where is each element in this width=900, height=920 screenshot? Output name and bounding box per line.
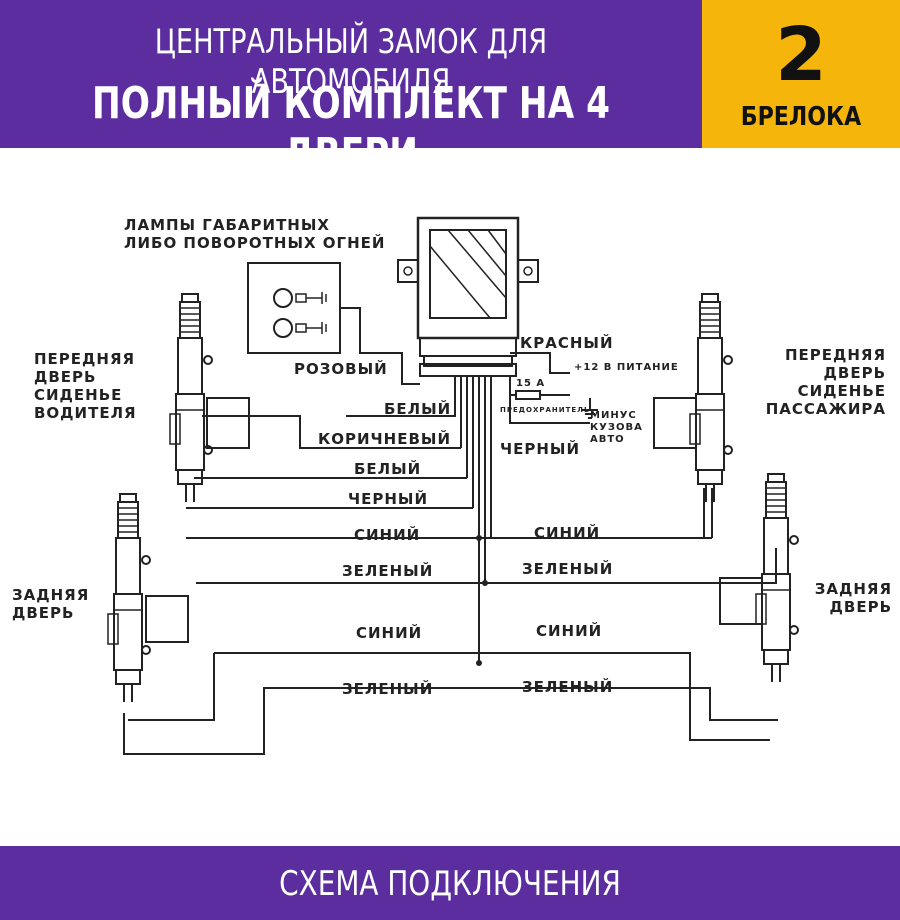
badge-label: БРЕЛОКА	[740, 102, 862, 132]
wire-label-blue-front-right: СИНИЙ	[534, 523, 600, 542]
wire-label-green-front-left: ЗЕЛЕНЫЙ	[342, 561, 433, 580]
footer-banner: СХЕМА ПОДКЛЮЧЕНИЯ	[0, 846, 900, 920]
rear-left-actuator	[107, 493, 151, 703]
front-driver-actuator	[169, 293, 213, 503]
wire-label-green-rear-left: ЗЕЛЕНЫЙ	[342, 679, 433, 698]
wire-junctions	[476, 535, 488, 666]
badge-number: 2	[775, 12, 827, 98]
wire-label-black-left: ЧЕРНЫЙ	[348, 489, 428, 508]
front-passenger-mount	[653, 397, 697, 449]
rear-right-mount	[719, 577, 763, 625]
rear-left-mount	[145, 595, 189, 643]
wire-label-green-rear-right: ЗЕЛЕНЫЙ	[522, 677, 613, 696]
rear-left-label-2: ДВЕРЬ	[12, 604, 74, 622]
wire-label-white-1: БЕЛЫЙ	[384, 399, 451, 418]
power-label: +12 В ПИТАНИЕ	[574, 362, 679, 373]
header-banner: ЦЕНТРАЛЬНЫЙ ЗАМОК ДЛЯ АВТОМОБИЛЯ ПОЛНЫЙ …	[0, 0, 900, 180]
front-driver-label-1: ПЕРЕДНЯЯ	[34, 350, 135, 368]
remote-count-badge: 2 БРЕЛОКА	[702, 0, 900, 148]
front-driver-mount	[206, 397, 250, 449]
ground-label-1: МИНУС	[590, 410, 637, 421]
front-passenger-label-3: СИДЕНЬЕ	[798, 382, 886, 400]
wire-label-blue-front-left: СИНИЙ	[354, 525, 420, 544]
fuse-label: ПРЕДОХРАНИТЕЛЬ	[500, 406, 590, 414]
wiring-diagram: ЛАМПЫ ГАБАРИТНЫХ ЛИБО ПОВОРОТНЫХ ОГНЕЙ П…	[12, 216, 892, 755]
wire-lines	[123, 307, 778, 755]
lamps-label-2: ЛИБО ПОВОРОТНЫХ ОГНЕЙ	[124, 233, 385, 252]
header-title-line2: ПОЛНЫЙ КОМПЛЕКТ НА 4 ДВЕРИ	[92, 78, 610, 180]
wire-label-white-2: БЕЛЫЙ	[354, 459, 421, 478]
header-title-line1: ЦЕНТРАЛЬНЫЙ ЗАМОК ДЛЯ АВТОМОБИЛЯ	[154, 22, 548, 102]
ground-label-2: КУЗОВА	[590, 422, 643, 433]
lamps-label-1: ЛАМПЫ ГАБАРИТНЫХ	[124, 216, 330, 234]
wire-label-black-right: ЧЕРНЫЙ	[500, 439, 580, 458]
front-driver-label-3: СИДЕНЬЕ	[34, 386, 122, 404]
rear-left-label-1: ЗАДНЯЯ	[12, 586, 89, 604]
wire-label-brown: КОРИЧНЕВЫЙ	[318, 429, 451, 448]
wire-label-red: КРАСНЫЙ	[520, 333, 614, 352]
footer-title: СХЕМА ПОДКЛЮЧЕНИЯ	[279, 864, 621, 904]
wire-label-green-front-right: ЗЕЛЕНЫЙ	[522, 559, 613, 578]
header-title-panel: ЦЕНТРАЛЬНЫЙ ЗАМОК ДЛЯ АВТОМОБИЛЯ ПОЛНЫЙ …	[0, 0, 702, 180]
ground-label-3: АВТО	[590, 434, 625, 445]
front-driver-label-4: ВОДИТЕЛЯ	[34, 404, 137, 422]
control-unit	[397, 216, 539, 367]
wire-label-blue-rear-right: СИНИЙ	[536, 621, 602, 640]
rear-right-label-1: ЗАДНЯЯ	[815, 580, 892, 598]
front-passenger-label-2: ДВЕРЬ	[824, 364, 886, 382]
fuse-rating-label: 15 А	[516, 378, 545, 389]
rear-right-label-2: ДВЕРЬ	[830, 598, 892, 616]
front-passenger-label-1: ПЕРЕДНЯЯ	[785, 346, 886, 364]
lamps-box	[247, 262, 341, 354]
front-driver-label-2: ДВЕРЬ	[34, 368, 96, 386]
wire-label-blue-rear-left: СИНИЙ	[356, 623, 422, 642]
front-passenger-label-4: ПАССАЖИРА	[766, 400, 886, 418]
wire-label-pink: РОЗОВЫЙ	[294, 359, 388, 378]
